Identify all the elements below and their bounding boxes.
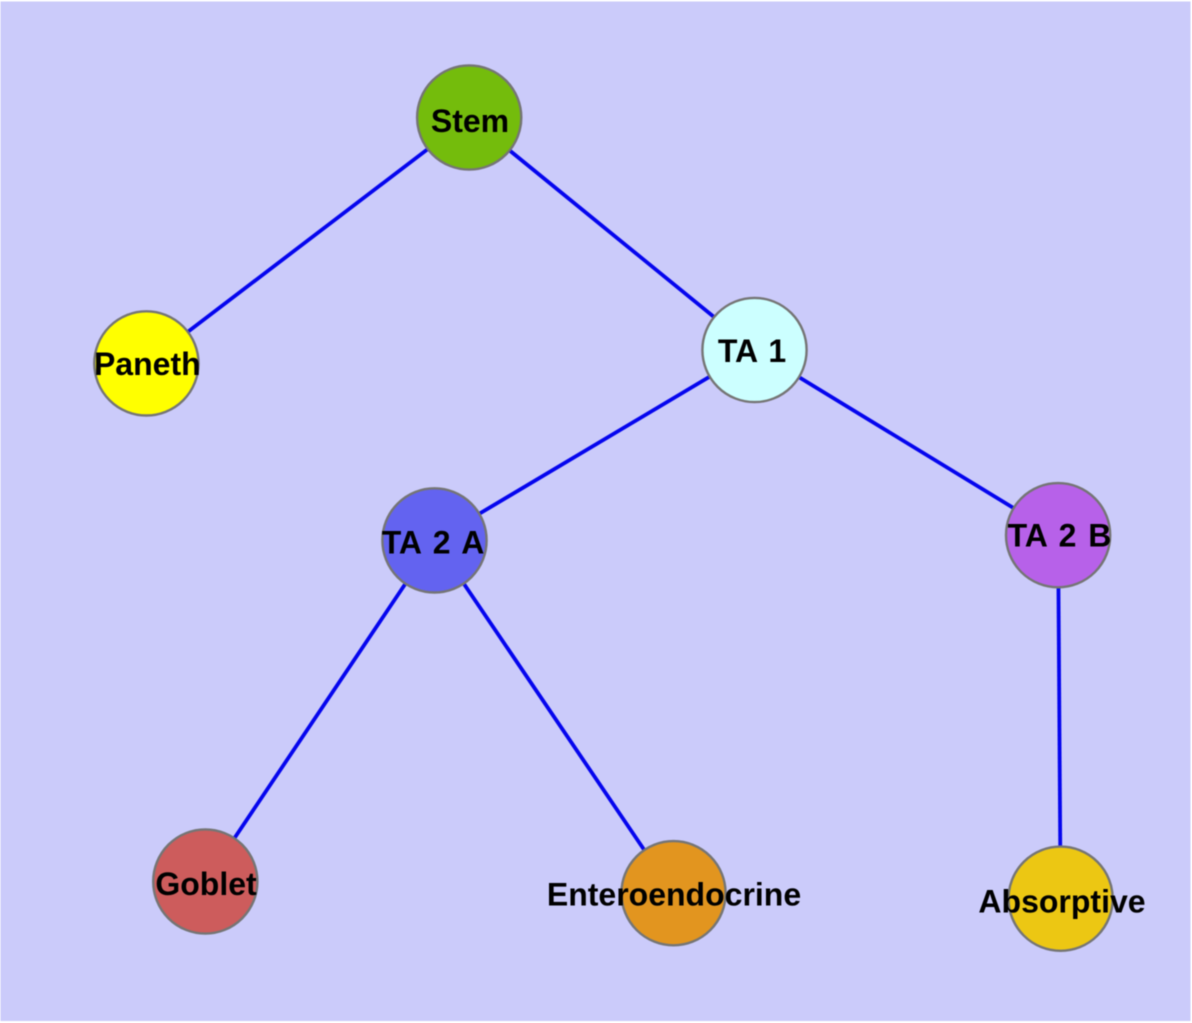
svg-text:Goblet: Goblet [155,866,257,902]
svg-text:Absorptive: Absorptive [978,884,1145,920]
svg-text:TA 2 B: TA 2 B [1008,518,1112,554]
svg-text:Enteroendocrine: Enteroendocrine [547,876,801,912]
svg-text:TA 2 A: TA 2 A [382,525,485,561]
svg-text:Paneth: Paneth [94,346,201,382]
svg-text:Stem: Stem [431,103,509,139]
svg-text:TA 1: TA 1 [718,333,786,369]
